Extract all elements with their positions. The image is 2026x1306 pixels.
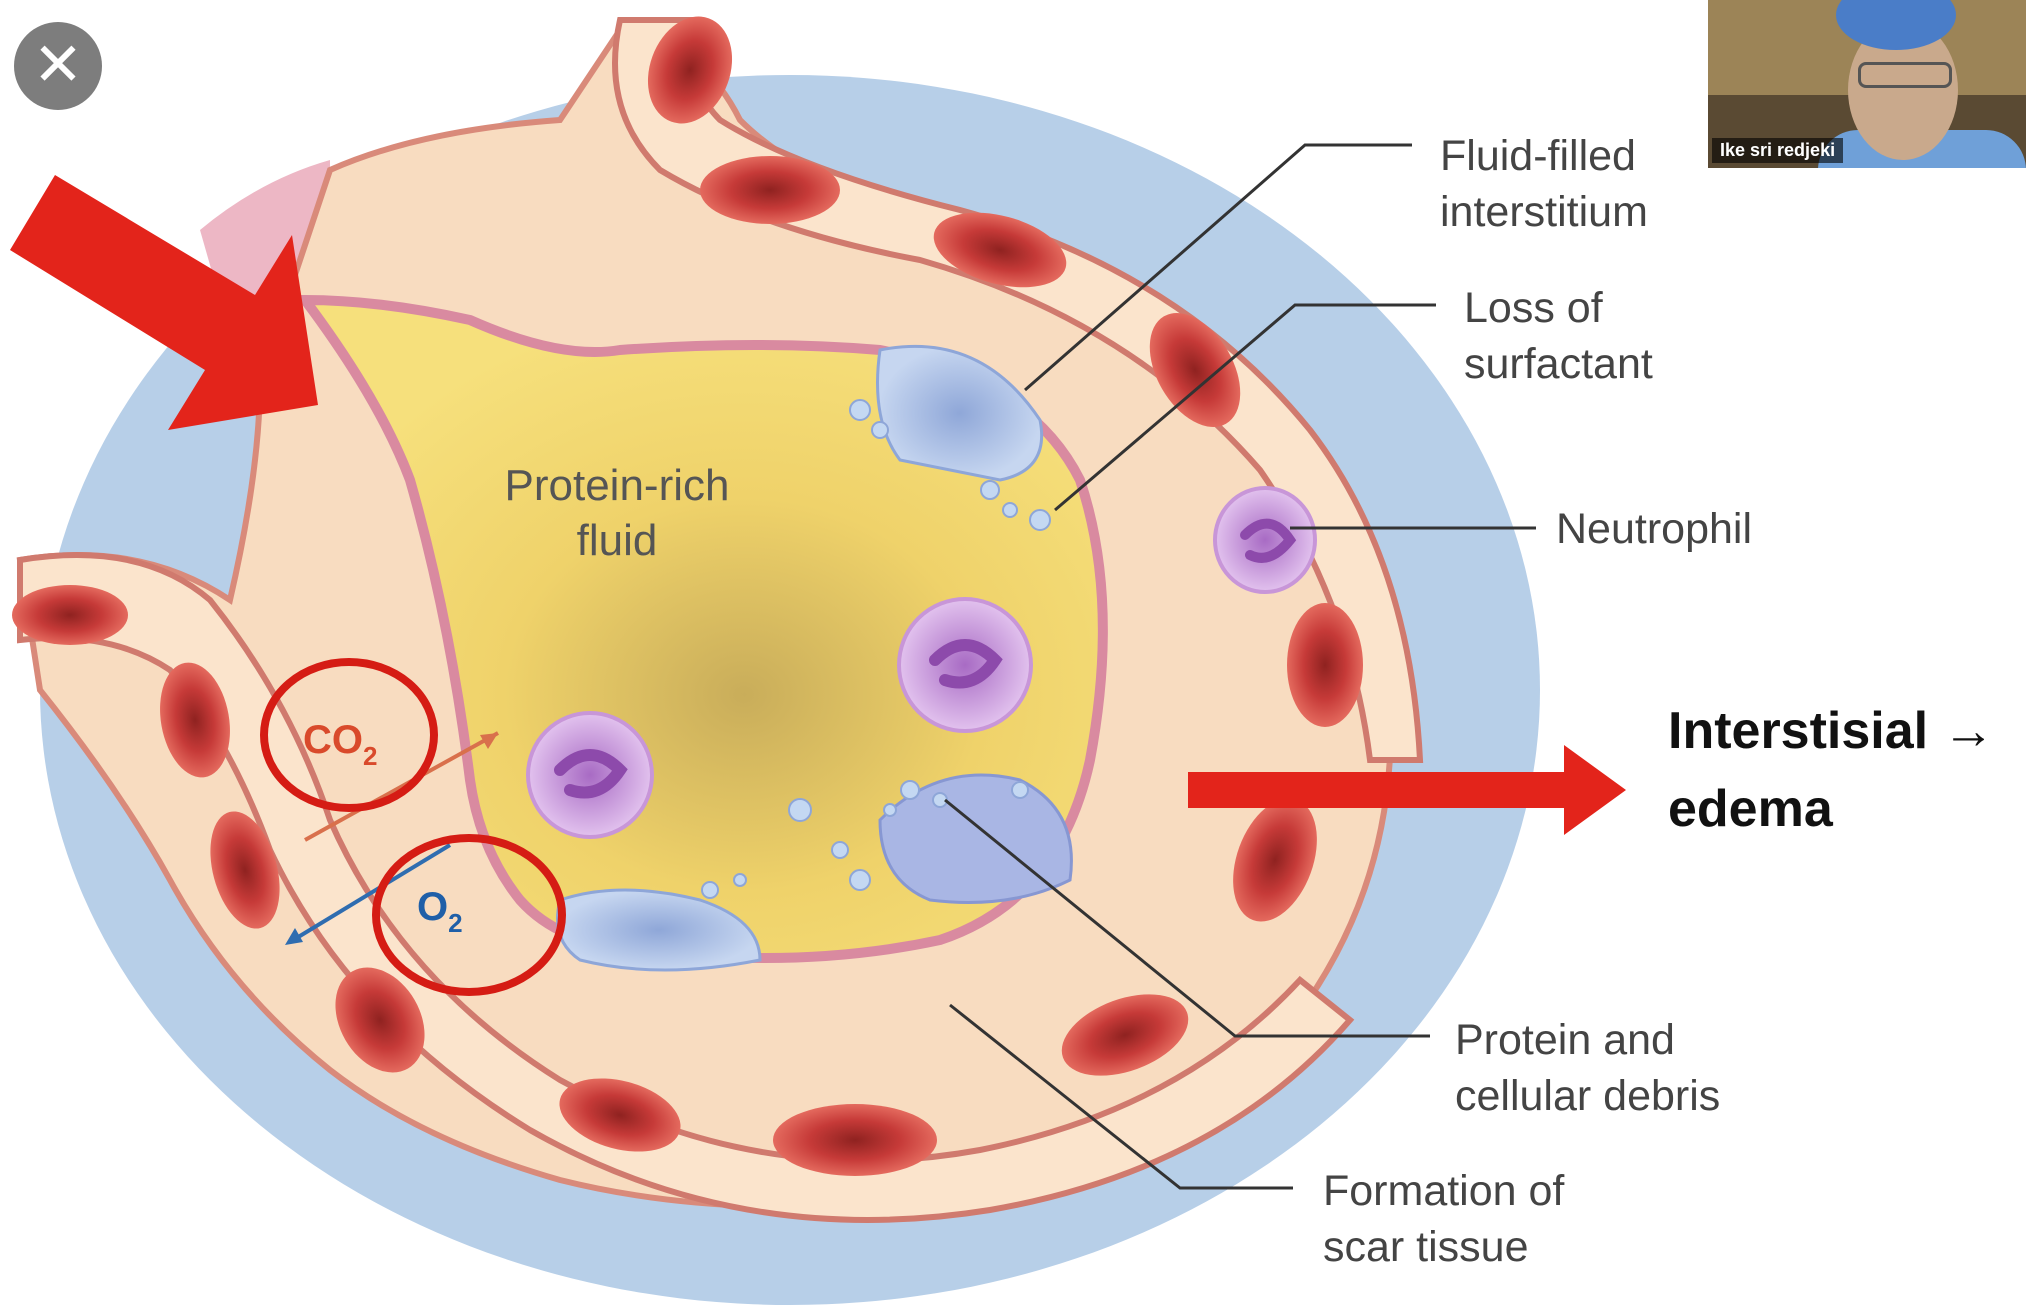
label-scar-tissue-line2: scar tissue <box>1323 1223 1529 1271</box>
label-fluid-filled: Fluid-filled <box>1440 132 1636 180</box>
participant-glasses <box>1858 62 1952 88</box>
label-neutrophil: Neutrophil <box>1556 505 1752 553</box>
label-fluid-filled-line2: interstitium <box>1440 188 1648 236</box>
participant-name-label: Ike sri redjeki <box>1712 138 1843 163</box>
label-surfactant-line2: surfactant <box>1464 340 1653 388</box>
label-scar-tissue: Formation of <box>1323 1167 1565 1215</box>
protein-rich-fluid-label: Protein-rich <box>505 461 730 510</box>
annotation-interstitial: Interstisial → <box>1668 702 1995 760</box>
protein-rich-fluid-label-line2: fluid <box>577 516 658 565</box>
close-button[interactable]: ✕ <box>14 22 102 110</box>
label-protein-debris-line2: cellular debris <box>1455 1072 1720 1120</box>
close-icon: ✕ <box>14 22 102 110</box>
label-protein-debris: Protein and <box>1455 1016 1675 1064</box>
participant-video-tile[interactable]: Ike sri redjeki <box>1708 0 2026 168</box>
label-surfactant: Loss of <box>1464 284 1604 332</box>
annotation-edema: edema <box>1668 780 1834 838</box>
